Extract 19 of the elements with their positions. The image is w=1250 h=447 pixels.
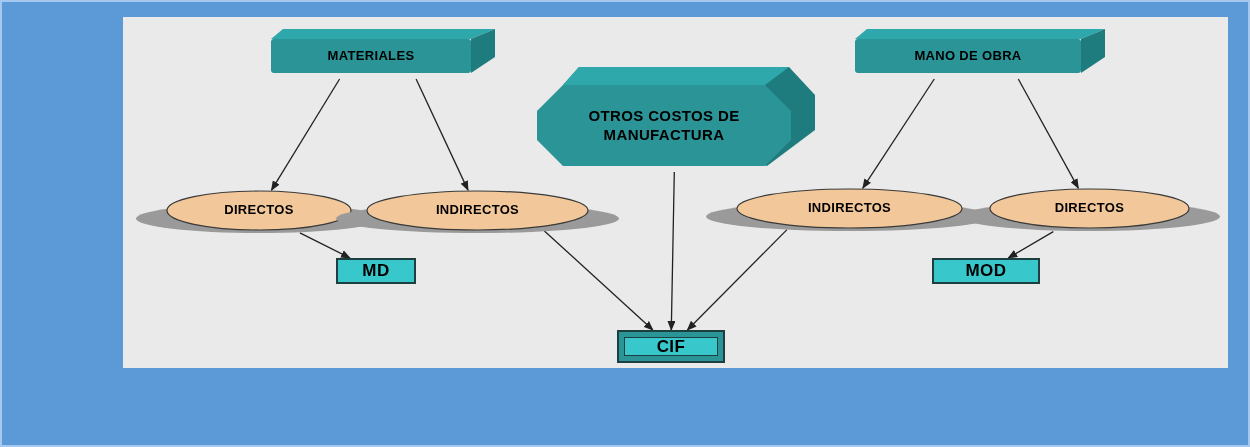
arrow bbox=[270, 78, 341, 192]
node-label: INDIRECTOS bbox=[807, 200, 892, 217]
arrow bbox=[1007, 230, 1054, 259]
arrow bbox=[862, 78, 935, 189]
node-label: DIRECTOS bbox=[1054, 200, 1125, 217]
arrow bbox=[543, 230, 654, 331]
node-label: MANO DE OBRA bbox=[914, 47, 1022, 65]
arrow bbox=[415, 78, 469, 191]
node-label: MD bbox=[362, 260, 390, 282]
node-label: INDIRECTOS bbox=[435, 202, 520, 219]
node-label: DIRECTOS bbox=[224, 202, 294, 219]
arrow bbox=[667, 171, 676, 331]
node-label: MOD bbox=[965, 260, 1007, 282]
arrow bbox=[1017, 78, 1079, 189]
node-label: CIF bbox=[656, 335, 686, 358]
arrow bbox=[299, 232, 351, 259]
arrow bbox=[686, 228, 788, 331]
node-label: MATERIALES bbox=[327, 47, 415, 65]
node-label: OTROS COSTOS DE MANUFACTURA bbox=[587, 106, 741, 145]
